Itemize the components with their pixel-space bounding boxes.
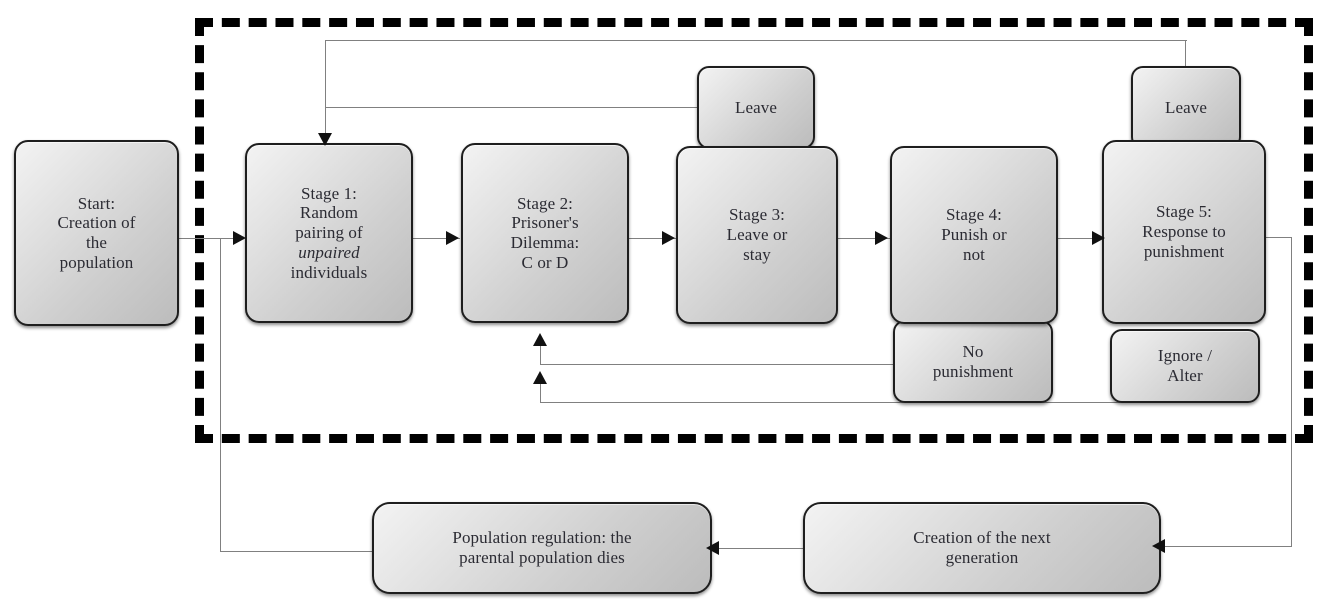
node-start-line3: the <box>85 233 108 252</box>
connector-popreg-to-left-bus <box>220 551 372 552</box>
node-no-punishment[interactable]: No punishment <box>893 320 1053 403</box>
node-leave-stage5-label: Leave <box>1164 97 1208 117</box>
connector-ignorealter-riser <box>540 383 541 403</box>
node-stage-5-line1: Stage 5: <box>1155 202 1213 222</box>
node-stage-2-line3: Dilemma: <box>510 233 580 252</box>
connector-start-to-stage1 <box>178 238 240 239</box>
node-start-line1: Start: <box>77 193 116 213</box>
node-stage-4[interactable]: Stage 4: Punish or not <box>890 146 1058 324</box>
node-stage-1[interactable]: Stage 1: Random pairing of unpaired indi… <box>245 143 413 323</box>
connector-stage5-to-right-bus <box>1266 237 1292 238</box>
connector-leave5-riser <box>1185 40 1186 72</box>
node-start-line4: population <box>59 252 134 272</box>
node-stage-3[interactable]: Stage 3: Leave or stay <box>676 146 838 324</box>
connector-stage3-to-stage4 <box>838 238 890 239</box>
node-ignore-alter-line2: Alter <box>1167 366 1203 385</box>
connector-right-bus-to-nextgen <box>1160 546 1292 547</box>
node-no-punishment-line1: No <box>962 341 984 361</box>
connector-loop-descent-to-stage1 <box>325 40 326 145</box>
node-stage-3-line3: stay <box>743 244 771 264</box>
arrowhead-into-stage1-top <box>318 133 332 146</box>
arrowhead-into-stage2 <box>446 231 459 245</box>
node-stage-2-line2: Prisoner's <box>511 213 579 233</box>
connector-leave3-horizontal <box>325 107 700 108</box>
node-stage-3-line2: Leave or <box>726 225 788 245</box>
node-population-regulation-line1: Population regulation: the <box>452 528 632 548</box>
arrowhead-into-stage5 <box>1092 231 1105 245</box>
node-start[interactable]: Start: Creation of the population <box>14 140 179 326</box>
connector-ignorealter-horizontal <box>540 402 1186 403</box>
node-leave-stage5[interactable]: Leave <box>1131 66 1241 149</box>
arrowhead-into-population-regulation <box>706 541 719 555</box>
connector-nextgen-to-popreg <box>712 548 812 549</box>
arrowhead-into-stage2-bottom-a <box>533 333 547 346</box>
arrowhead-into-next-generation <box>1152 539 1165 553</box>
node-stage-5-line3: punishment <box>1143 241 1225 261</box>
connector-stage1-to-stage2 <box>412 238 460 239</box>
node-stage-1-line5: individuals <box>290 262 368 282</box>
node-next-generation-line2: generation <box>945 548 1019 567</box>
node-no-punishment-line2: punishment <box>932 361 1014 381</box>
node-stage-4-line2: Punish or <box>941 225 1007 245</box>
node-stage-1-line2: Random <box>299 203 359 223</box>
generation-loop-dashed-frame <box>195 18 1313 443</box>
node-stage-5[interactable]: Stage 5: Response to punishment <box>1102 140 1266 324</box>
arrowhead-into-stage2-bottom-b <box>533 371 547 384</box>
node-ignore-alter-line1: Ignore / <box>1157 346 1213 366</box>
connector-left-bus-ascent <box>220 238 221 552</box>
node-stage-3-line1: Stage 3: <box>728 205 786 225</box>
node-stage-1-line4-italic: unpaired <box>298 242 360 262</box>
arrowhead-into-stage4 <box>875 231 888 245</box>
node-stage-1-line3: pairing of <box>295 223 363 243</box>
connector-right-bus-descent <box>1291 237 1292 547</box>
connector-nopunishment-horizontal <box>540 364 896 365</box>
node-population-regulation[interactable]: Population regulation: the parental popu… <box>372 502 712 594</box>
node-stage-2[interactable]: Stage 2: Prisoner's Dilemma: C or D <box>461 143 629 323</box>
connector-stage4-to-stage5 <box>1058 238 1104 239</box>
node-next-generation-line1: Creation of the next <box>913 528 1051 548</box>
node-start-line2: Creation of <box>57 213 136 233</box>
node-leave-stage3-label: Leave <box>734 97 778 117</box>
node-stage-4-line1: Stage 4: <box>945 205 1003 225</box>
arrowhead-into-stage3 <box>662 231 675 245</box>
connector-stage2-to-stage3 <box>628 238 676 239</box>
node-next-generation[interactable]: Creation of the next generation <box>803 502 1161 594</box>
node-stage-5-line2: Response to <box>1142 222 1226 242</box>
node-stage-4-line3: not <box>962 244 986 264</box>
connector-leave5-horizontal <box>325 40 1187 41</box>
node-stage-1-line1: Stage 1: <box>300 183 358 203</box>
node-leave-stage3[interactable]: Leave <box>697 66 815 149</box>
node-stage-2-line1: Stage 2: <box>516 193 574 213</box>
node-stage-2-line4: C or D <box>521 252 569 272</box>
node-population-regulation-line2: parental population dies <box>459 548 625 567</box>
arrowhead-into-stage1 <box>233 231 246 245</box>
node-ignore-alter[interactable]: Ignore / Alter <box>1110 329 1260 403</box>
connector-nopunishment-riser <box>540 345 541 365</box>
